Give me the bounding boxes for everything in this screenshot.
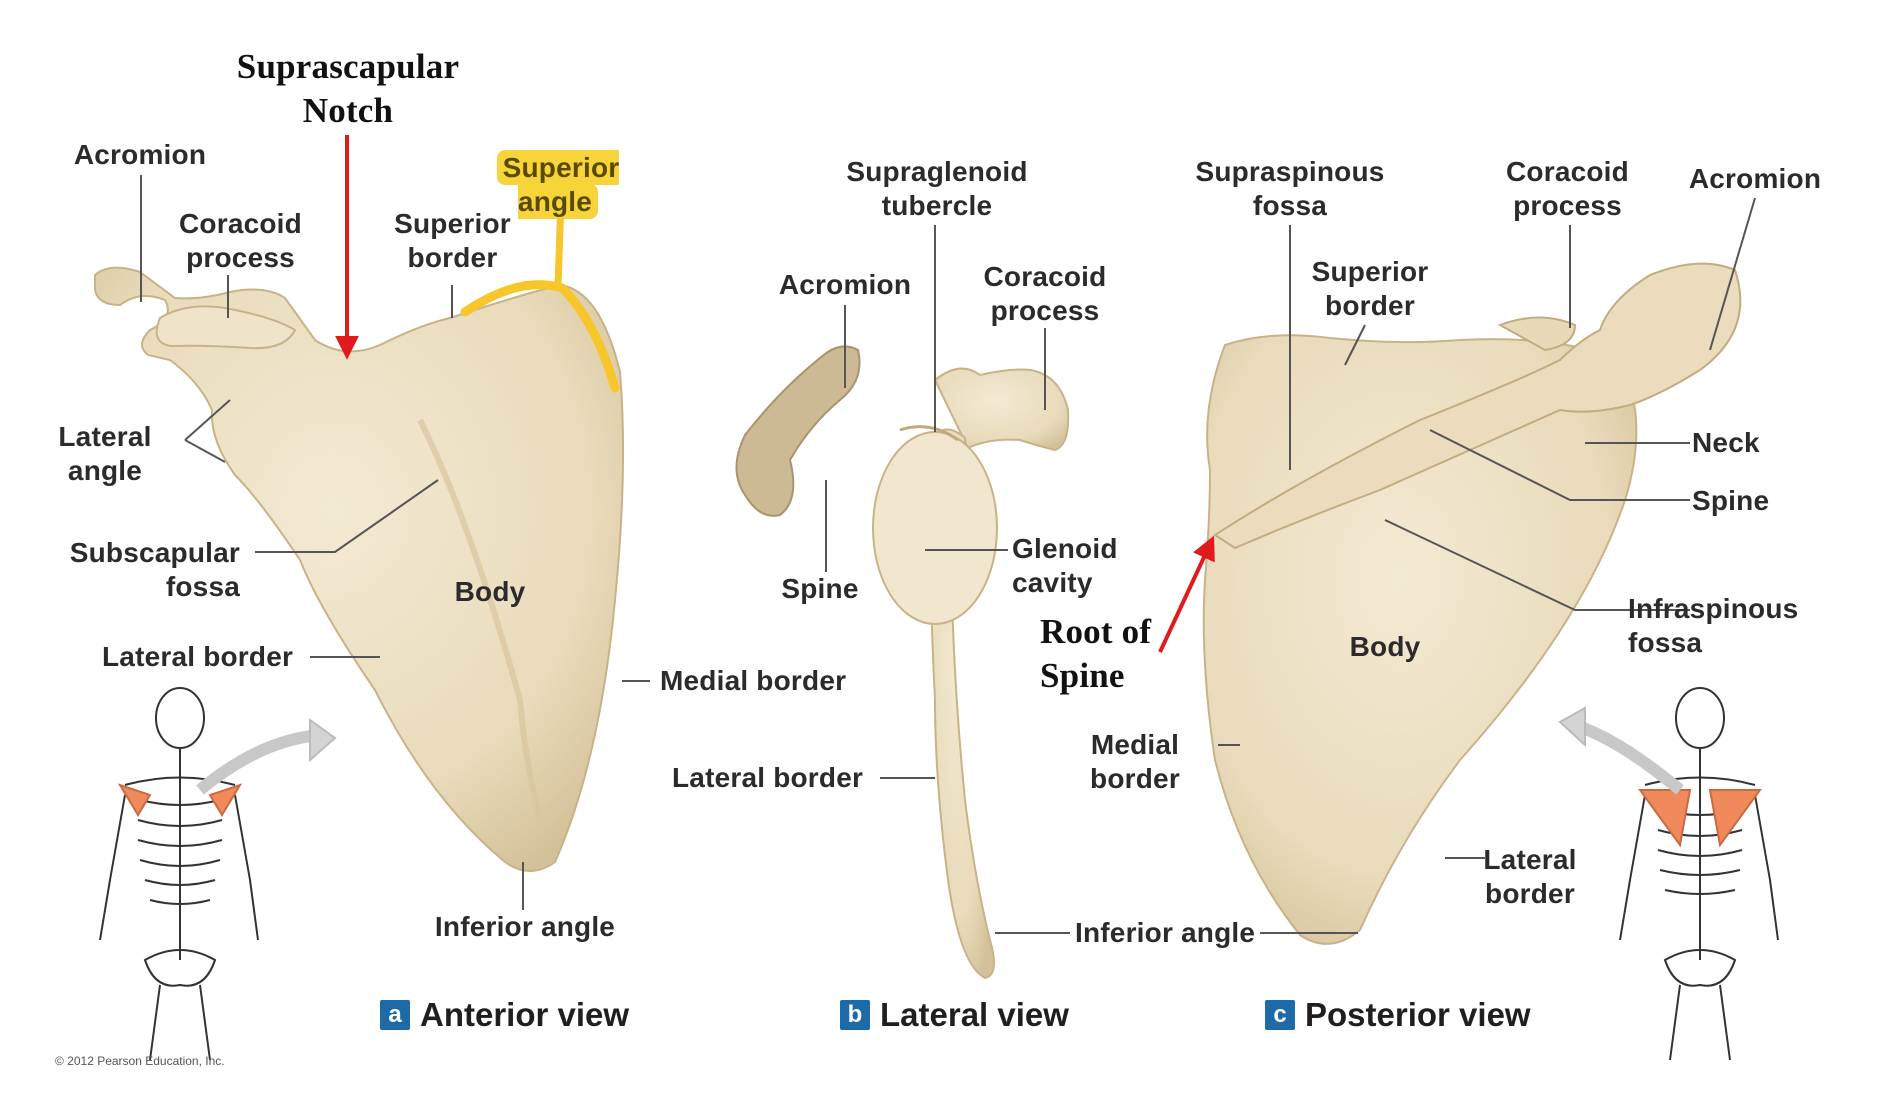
lateral-view-title: b Lateral view [840,996,1069,1034]
lateral-scapula-bone [737,346,1069,978]
posterior-view-title: c Posterior view [1265,996,1531,1034]
lateral-acromion-label: Acromion [770,268,920,302]
anterior-view-badge: a [380,1000,410,1030]
anterior-coracoid-label: Coracoid process [163,207,318,275]
posterior-superior-border-label: Superior border [1300,255,1440,323]
posterior-body-label: Body [1335,630,1435,664]
anterior-acromion-label: Acromion [60,138,220,172]
suprascapular-notch-label: Suprascapular Notch [228,45,468,133]
posterior-view-text: Posterior view [1305,996,1531,1034]
lateral-coracoid-label: Coracoid process [970,260,1120,328]
lateral-angle-label: Lateral angle [45,420,165,488]
anterior-medial-border-label: Medial border [660,664,880,698]
superior-angle-highlight: Superior angle [497,150,620,219]
infraspinous-fossa-label: Infraspinous fossa [1628,592,1828,660]
neck-label: Neck [1692,426,1792,460]
posterior-acromion-label: Acromion [1680,162,1830,196]
front-skeleton-thumbnail [100,688,335,1060]
lateral-view-badge: b [840,1000,870,1030]
lateral-inferior-angle-label: Inferior angle [1075,916,1285,950]
lateral-view-text: Lateral view [880,996,1069,1034]
root-of-spine-label: Root of Spine [1040,610,1190,698]
supraglenoid-tubercle-label: Supraglenoid tubercle [832,155,1042,223]
copyright-notice: © 2012 Pearson Education, Inc. [55,1054,225,1068]
posterior-coracoid-label: Coracoid process [1490,155,1645,223]
glenoid-cavity-label: Glenoid cavity [1012,532,1152,600]
posterior-view-badge: c [1265,1000,1295,1030]
supraspinous-fossa-label: Supraspinous fossa [1185,155,1395,223]
anterior-view-title: a Anterior view [380,996,629,1034]
subscapular-fossa-label: Subscapular fossa [40,536,240,604]
lateral-lateral-border-label: Lateral border [672,761,892,795]
superior-angle-label: Superior angle [488,117,628,219]
posterior-spine-label: Spine [1692,484,1792,518]
anterior-body-label: Body [440,575,540,609]
lateral-spine-label: Spine [765,572,875,606]
anterior-inferior-angle-label: Inferior angle [420,910,630,944]
posterior-medial-border-label: Medial border [1075,728,1195,796]
anterior-lateral-border-label: Lateral border [102,640,322,674]
anterior-view-text: Anterior view [420,996,629,1034]
posterior-lateral-border-label: Lateral border [1470,843,1590,911]
back-skeleton-thumbnail [1560,688,1778,1060]
